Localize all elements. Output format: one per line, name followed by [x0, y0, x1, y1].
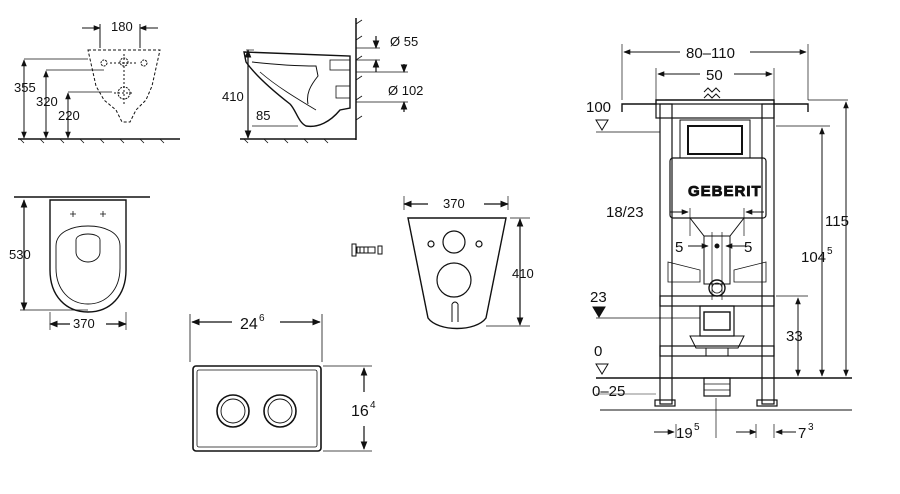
frame-bottom-left-label: 19 5: [676, 422, 700, 442]
frame-level-23: 23: [590, 289, 607, 306]
side-view-d2: Ø 102: [388, 83, 423, 98]
frame-floor-range: 0–25: [592, 383, 625, 400]
side-view-height: 410: [222, 89, 244, 104]
side-view-d1: Ø 55: [390, 34, 418, 49]
flush-plate-width-label: 24 6: [240, 313, 265, 333]
svg-text:5: 5: [827, 246, 833, 257]
frame-spacing: 18/23: [606, 204, 644, 221]
frame-level-top: 100: [586, 99, 611, 116]
frame-offset-right: 5: [744, 239, 752, 256]
side-view-offset: 85: [256, 108, 270, 123]
installation-frame: [596, 44, 852, 438]
plan-view-width: 370: [73, 316, 95, 331]
frame-level-0: 0: [594, 343, 602, 360]
svg-text:6: 6: [259, 313, 265, 324]
frame-offset-left: 5: [675, 239, 683, 256]
frame-height-total: 115: [825, 213, 849, 230]
wall-plate: [403, 196, 530, 330]
svg-text:3: 3: [808, 422, 814, 433]
svg-text:104: 104: [801, 249, 826, 266]
plan-view-depth: 530: [9, 247, 31, 262]
frame-height-inner-label: 104 5: [801, 246, 833, 266]
frame-inner-width: 50: [706, 67, 723, 84]
svg-text:16: 16: [351, 403, 369, 420]
wall-plate-height: 410: [512, 266, 534, 281]
svg-text:4: 4: [370, 400, 376, 411]
svg-text:5: 5: [694, 422, 700, 433]
plan-view-bowl: [14, 196, 150, 330]
side-view-bowl: [240, 18, 408, 144]
top-view-h2: 320: [36, 94, 58, 109]
top-view-h1: 355: [14, 80, 36, 95]
front-view-bowl: [18, 24, 180, 144]
level-markers: [592, 119, 609, 375]
frame-bottom-right-label: 7 3: [798, 422, 814, 442]
flush-plate-height-label: 16 4: [351, 400, 376, 420]
wall-plate-width: 370: [443, 196, 465, 211]
svg-text:24: 24: [240, 316, 258, 333]
top-view-h3: 220: [58, 108, 80, 123]
top-view-width: 180: [111, 19, 133, 34]
frame-width-range: 80–110: [686, 45, 735, 62]
frame-dim-33: 33: [786, 328, 803, 345]
bolt-icon: [351, 243, 383, 257]
svg-text:7: 7: [798, 425, 806, 442]
flush-plate: [189, 314, 372, 452]
svg-text:19: 19: [676, 425, 693, 442]
geberit-brand-label: GEBERIT: [688, 183, 762, 200]
